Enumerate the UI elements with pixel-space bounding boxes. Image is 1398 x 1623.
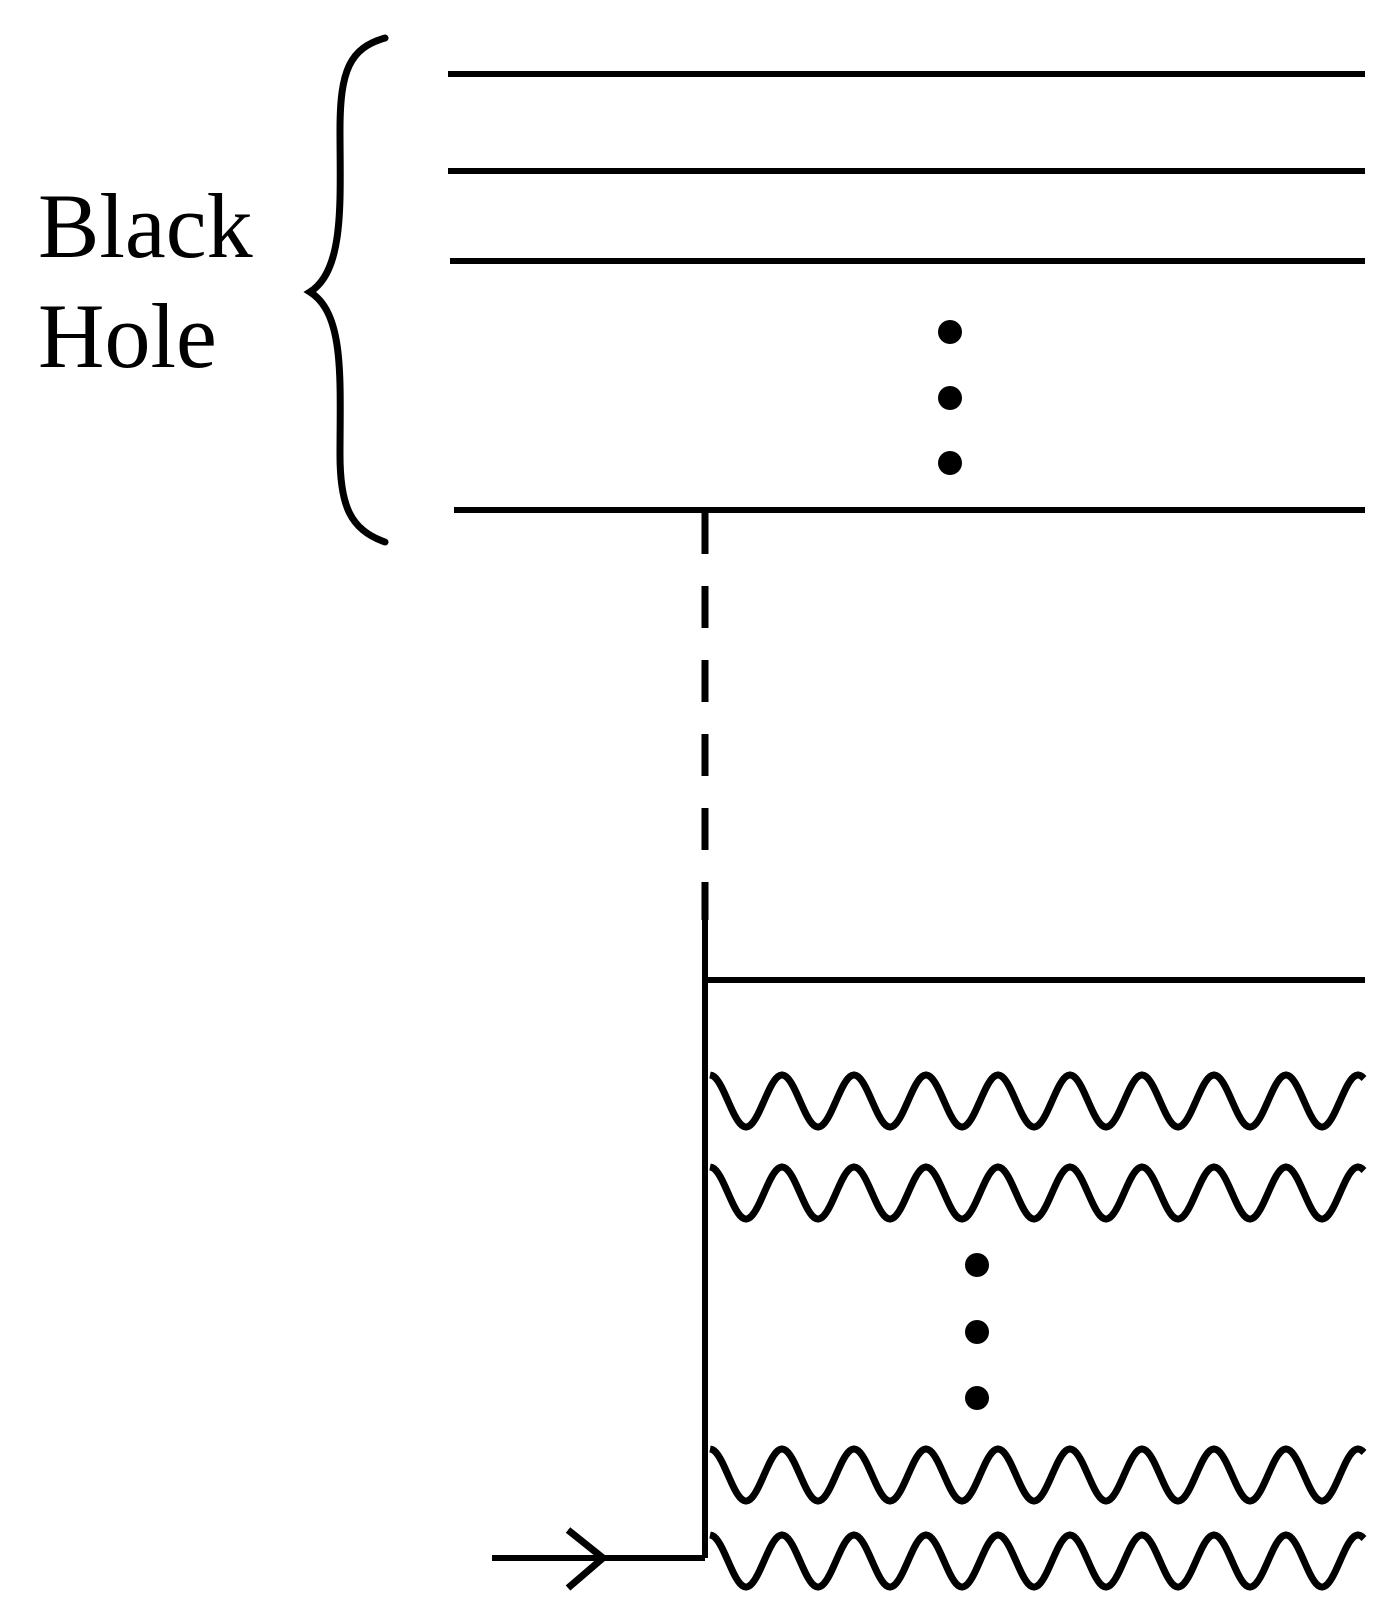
ellipsis-dot-lower-3 xyxy=(965,1386,989,1410)
wavy-line-4 xyxy=(709,1531,1367,1591)
ellipsis-dot-lower-2 xyxy=(965,1320,989,1344)
ellipsis-dot-upper-1 xyxy=(938,320,962,344)
black-hole-label-line1: Black xyxy=(38,175,253,277)
arrow-head-icon xyxy=(565,1527,609,1591)
curly-brace xyxy=(303,34,389,546)
ellipsis-dot-upper-3 xyxy=(938,451,962,475)
ellipsis-dot-upper-2 xyxy=(938,386,962,410)
black-hole-label-line2: Hole xyxy=(38,285,217,387)
wavy-line-2 xyxy=(709,1163,1367,1223)
wavy-line-1 xyxy=(709,1071,1367,1131)
wavy-line-3 xyxy=(709,1445,1367,1505)
ellipsis-dot-lower-1 xyxy=(965,1253,989,1277)
wavy-lines-group xyxy=(709,1071,1367,1591)
